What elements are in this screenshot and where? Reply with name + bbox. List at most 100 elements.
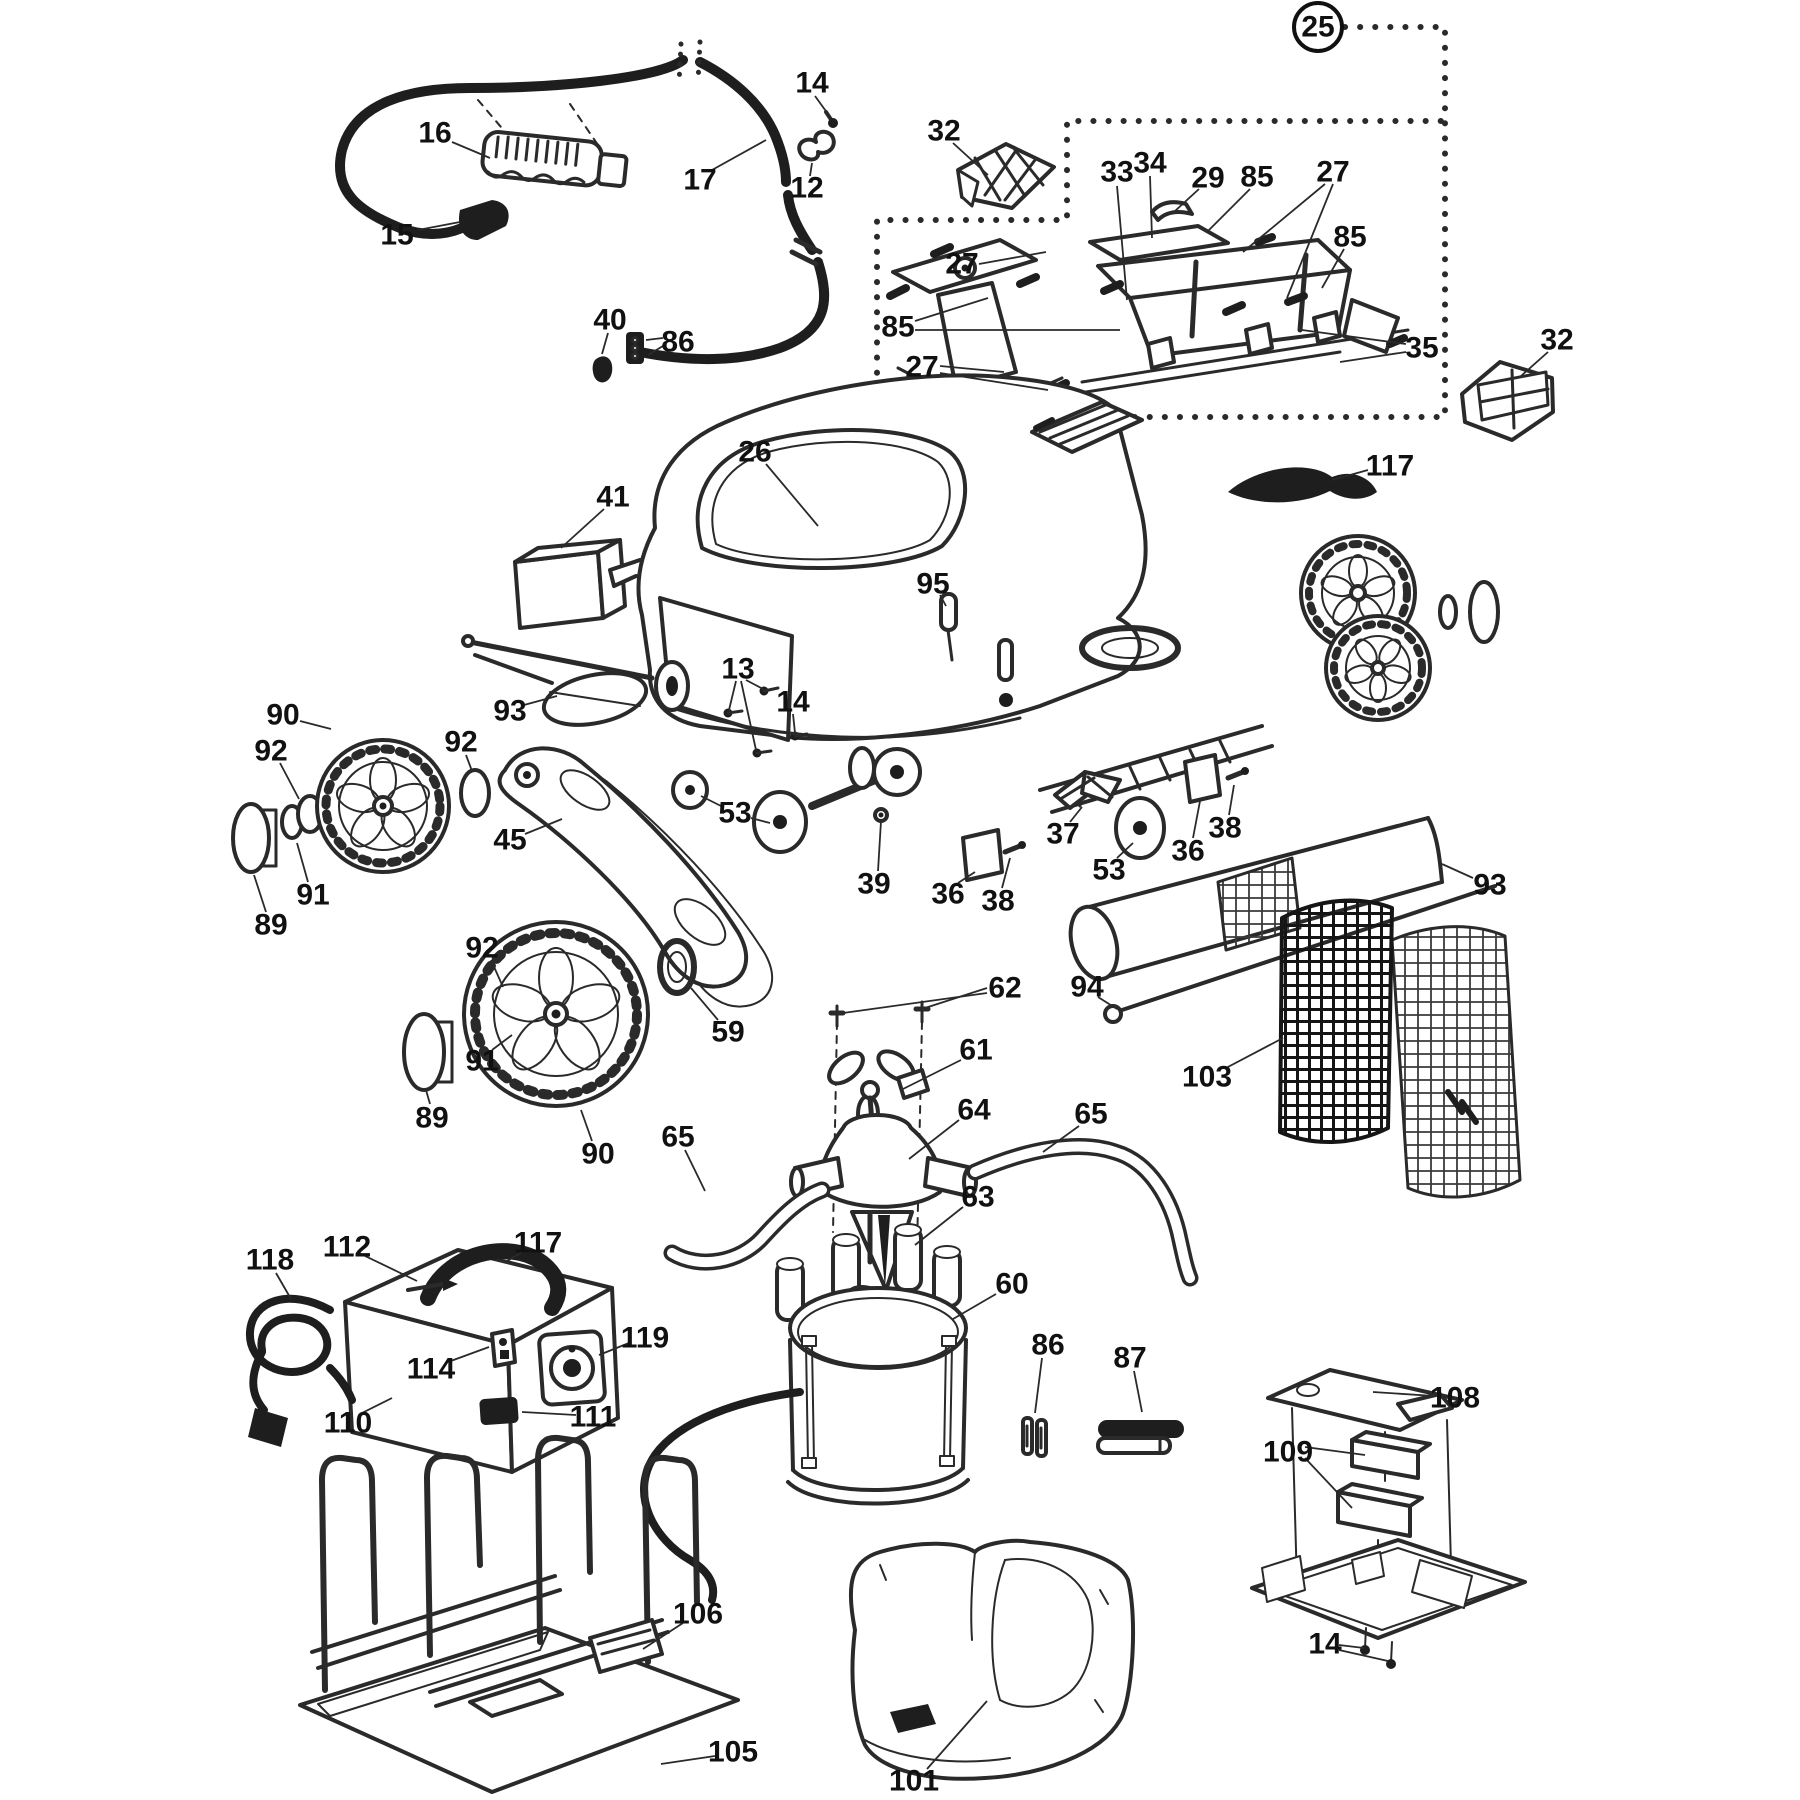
callout-label-85-right: 85: [1333, 221, 1366, 254]
callout-label-39: 39: [857, 868, 890, 901]
callout-leader-63-0: [914, 1206, 964, 1246]
callout-leader-108-0: [1372, 1391, 1435, 1397]
callout-circle-25: [1292, 1, 1344, 53]
callout-label-108: 108: [1430, 1382, 1480, 1415]
callout-label-92-bottom: 92: [465, 932, 498, 965]
callout-label-105: 105: [708, 1736, 758, 1769]
cable-grip-16: [480, 130, 629, 188]
callout-label-85-left: 85: [881, 311, 914, 344]
callout-label-65-left: 65: [661, 1121, 694, 1154]
strain-clip-12: [797, 129, 836, 162]
callout-label-60: 60: [995, 1268, 1028, 1301]
callout-label-38-right: 38: [1208, 812, 1241, 845]
callout-leader-86-mid-0: [1034, 1357, 1043, 1414]
pivot-arm-left: [886, 238, 1070, 400]
float-cable-drawing: [335, 39, 838, 383]
paddle-93-left: [473, 653, 649, 727]
deflector-32-right: [1460, 360, 1555, 442]
callout-leader-39-0: [877, 820, 882, 872]
callout-label-37: 37: [1046, 818, 1079, 851]
callout-label-12: 12: [790, 172, 823, 205]
callout-label-65-right: 65: [1074, 1098, 1107, 1131]
motor-canister-60: [640, 1212, 970, 1604]
callout-label-89-left: 89: [254, 909, 287, 942]
callout-leader-41-0: [560, 508, 605, 549]
callout-leader-101-0: [926, 1700, 988, 1770]
callout-label-91-bottom: 91: [465, 1045, 498, 1078]
callout-leader-61-0: [902, 1059, 962, 1090]
deflector-32-left: [956, 142, 1056, 210]
callout-leader-86-cable-1: [647, 345, 664, 356]
callout-label-86-cable: 86: [661, 326, 694, 359]
callout-leader-87-0: [1133, 1370, 1143, 1413]
callout-label-40: 40: [593, 304, 626, 337]
callout-leader-90-bottom-0: [580, 1109, 593, 1142]
callout-label-89-bottom: 89: [415, 1102, 448, 1135]
callout-label-25: 25: [1301, 11, 1334, 44]
callout-leader-53-left-0: [700, 795, 722, 807]
callout-leader-65-right-0: [1042, 1125, 1080, 1153]
hardware-86-87: [1021, 1416, 1184, 1458]
callout-label-32-right: 32: [1540, 324, 1573, 357]
callout-leader-106-0: [642, 1622, 684, 1650]
mount-bracket-drawing: [1250, 1368, 1527, 1669]
callout-leader-117-right-0: [1331, 469, 1369, 481]
callout-leader-34-0: [1149, 175, 1153, 239]
callout-leader-14-body-0: [792, 713, 796, 734]
callout-leader-14-bottom-1: [1338, 1649, 1389, 1662]
callout-label-13: 13: [721, 653, 754, 686]
callout-leader-14-cable-0: [814, 95, 829, 115]
callout-label-27-left: 27: [945, 248, 978, 281]
callout-leader-118-0: [275, 1272, 292, 1300]
callout-leader-38-left-0: [1001, 857, 1011, 889]
callout-leader-62-1: [924, 987, 988, 1009]
callout-leader-53-left-1: [750, 817, 771, 824]
cable-plug-15: [458, 200, 509, 240]
callout-label-32-left: 32: [927, 115, 960, 148]
callout-label-93-left: 93: [493, 695, 526, 728]
callout-leader-93-right-0: [1441, 863, 1474, 879]
brush-arm-detail-box: [874, 24, 1555, 442]
callout-leader-110-0: [361, 1397, 393, 1414]
left-wheel-assembly: [231, 738, 491, 874]
callout-leader-117-left-0: [506, 1250, 525, 1262]
callout-label-38-left: 38: [981, 885, 1014, 918]
callout-label-95: 95: [916, 568, 949, 601]
callout-label-85-top: 85: [1240, 161, 1273, 194]
callout-label-106: 106: [673, 1598, 723, 1631]
callout-leader-85-right-0: [1321, 248, 1345, 289]
callout-leader-16-0: [451, 141, 491, 159]
callout-label-86-mid: 86: [1031, 1329, 1064, 1362]
callout-leader-94-0: [1097, 996, 1118, 1010]
callout-leader-38-right-0: [1228, 784, 1235, 816]
callout-leader-32-left-0: [952, 142, 989, 176]
callout-leader-92-bottom-0: [490, 959, 504, 988]
callout-leader-35-0: [1301, 329, 1407, 345]
callout-label-109: 109: [1263, 1436, 1313, 1469]
callout-leader-29-0: [1174, 188, 1200, 212]
callout-leader-92-mid-0: [465, 754, 473, 772]
callout-label-33: 33: [1100, 156, 1133, 189]
callout-leader-27-topright-1: [1286, 183, 1334, 299]
callout-leader-95-0: [939, 594, 947, 607]
callout-leader-111-0: [521, 1411, 577, 1416]
callout-leader-26-0: [765, 463, 819, 527]
callout-label-35: 35: [1405, 332, 1438, 365]
pivot-arm-right: [1080, 200, 1410, 394]
callout-label-112: 112: [323, 1231, 371, 1264]
callout-label-15: 15: [380, 219, 413, 252]
callout-label-26: 26: [738, 436, 771, 469]
callout-leader-89-left-0: [253, 874, 267, 913]
callout-leader-91-left-0: [296, 842, 309, 883]
callout-label-34: 34: [1133, 147, 1167, 180]
lower-wheel-assembly: [402, 920, 697, 1108]
callout-label-17: 17: [683, 164, 716, 197]
callout-label-117-left: 117: [514, 1227, 562, 1260]
callout-leader-32-right-0: [1520, 351, 1549, 377]
callout-label-27-bottom: 27: [905, 351, 938, 384]
caddy-drawing: [298, 1434, 740, 1794]
callout-leader-27-bottom-1: [939, 372, 1049, 391]
callout-leader-65-left-0: [684, 1149, 706, 1192]
callout-label-119: 119: [621, 1322, 669, 1355]
